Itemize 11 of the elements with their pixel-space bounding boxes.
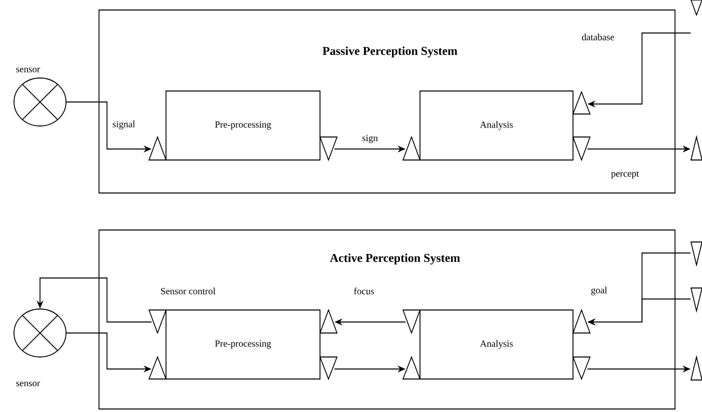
edge-label: Sensor control [159,286,217,296]
sensor-label: sensor [16,68,40,72]
edge-label: focus [352,286,376,296]
sensor-label: sensor [16,382,40,386]
sensor-symbol [14,308,66,358]
edge-label: goal [590,286,608,296]
edge-label: percept [610,170,640,180]
edge-label: database [580,32,616,42]
edge-label: sign [361,134,379,144]
edge-label: signal [111,120,136,130]
sensor-symbol [14,78,66,126]
